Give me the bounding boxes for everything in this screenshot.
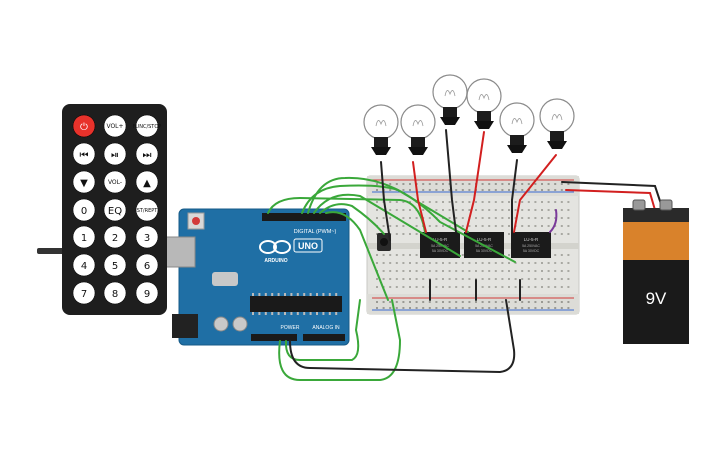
remote-button-label: ⏮ (80, 150, 89, 161)
remote-button-2-2[interactable]: ▲ (135, 170, 159, 194)
remote-button-label: FUNC/STOP (133, 124, 162, 130)
relay-3-line3: 5A 30VDC (523, 249, 540, 253)
battery-label: 9V (646, 289, 667, 308)
remote-button-label: EQ (108, 206, 122, 217)
remote-button-4-2[interactable]: 3 (135, 225, 159, 249)
relay-3-line1: LU-5-R (524, 237, 539, 242)
remote-button-5-1[interactable]: 5 (103, 253, 127, 277)
relay-2-line1: LU-5-R (477, 237, 492, 242)
remote-button-label: 3 (144, 233, 150, 244)
battery-9v: 9V (623, 199, 689, 344)
relay-1-line2: 5A 250VAC (431, 244, 449, 248)
brand-label: ARDUINO (264, 258, 287, 264)
light-bulb-2 (400, 104, 436, 155)
ir-receiver (377, 233, 391, 251)
wires (267, 129, 664, 381)
remote-button-5-0[interactable]: 4 (72, 253, 96, 277)
remote-button-label: ⏯ (111, 150, 119, 161)
remote-button-1-0[interactable]: ⏮ (72, 142, 96, 166)
remote-button-1-1[interactable]: ⏯ (103, 142, 127, 166)
ir-remote: ⏻ VOL+ FUNC/STOP ⏮ ⏯ ⏭ ▼ VOL- ▲ 0 EQ ST/REPT 1 2 3 4 5 6 7… (37, 104, 167, 315)
light-bulb-1 (363, 104, 399, 155)
remote-button-label: 6 (144, 261, 150, 272)
remote-button-2-0[interactable]: ▼ (72, 170, 96, 194)
remote-button-0-0[interactable]: ⏻ (72, 114, 96, 138)
remote-button-label: 8 (112, 289, 118, 300)
remote-button-6-2[interactable]: 9 (135, 281, 159, 305)
remote-button-4-1[interactable]: 2 (103, 225, 127, 249)
remote-button-1-2[interactable]: ⏭ (135, 142, 159, 166)
remote-button-label: ST/REPT (137, 208, 159, 214)
remote-button-6-0[interactable]: 7 (72, 281, 96, 305)
remote-button-label: 4 (81, 261, 87, 272)
remote-button-label: ⏻ (80, 122, 88, 133)
arduino-uno-board: DIGITAL (PWM~) ARDUINO UNO POWER ANALOG … (162, 208, 350, 346)
relay-1-line3: 5A 30VDC (432, 249, 449, 253)
remote-button-3-0[interactable]: 0 (72, 198, 96, 222)
remote-button-6-1[interactable]: 8 (103, 281, 127, 305)
light-bulb-5 (499, 102, 535, 153)
remote-button-0-2[interactable]: FUNC/STOP (133, 114, 162, 138)
model-label: UNO (298, 241, 318, 251)
relay-2-line3: 5A 30VDC (476, 249, 493, 253)
light-bulb-6 (539, 98, 575, 149)
light-bulb-4 (466, 78, 502, 129)
remote-button-label: 7 (81, 289, 87, 300)
analog-label: ANALOG IN (312, 325, 340, 331)
remote-button-label: ▼ (80, 178, 88, 189)
bulb-group (363, 74, 575, 155)
remote-button-3-2[interactable]: ST/REPT (135, 198, 159, 222)
relay-3: LU-5-R 5A 250VAC 5A 30VDC (511, 232, 551, 258)
digital-label: DIGITAL (PWM~) (294, 229, 337, 235)
remote-button-0-1[interactable]: VOL+ (103, 114, 127, 138)
remote-button-label: ▲ (143, 178, 151, 189)
power-label: POWER (281, 325, 300, 331)
remote-button-2-1[interactable]: VOL- (103, 170, 127, 194)
remote-button-label: 9 (144, 289, 150, 300)
light-bulb-3 (432, 74, 468, 125)
remote-button-label: 2 (112, 233, 118, 244)
remote-button-5-2[interactable]: 6 (135, 253, 159, 277)
remote-button-label: 5 (112, 261, 118, 272)
remote-button-label: ⏭ (143, 150, 152, 161)
remote-button-label: VOL+ (106, 123, 123, 130)
remote-button-3-1[interactable]: EQ (103, 198, 127, 222)
arduino-logo (259, 240, 291, 254)
remote-button-4-0[interactable]: 1 (72, 225, 96, 249)
relay-group: LU-5-R 5A 250VAC 5A 30VDC LU-5-R 5A 250V… (420, 232, 551, 258)
relay-1-line1: LU-5-R (433, 237, 448, 242)
remote-button-label: 1 (81, 233, 87, 244)
relay-3-line2: 5A 250VAC (522, 244, 540, 248)
remote-button-label: VOL- (108, 179, 122, 186)
remote-button-label: 0 (81, 206, 87, 217)
